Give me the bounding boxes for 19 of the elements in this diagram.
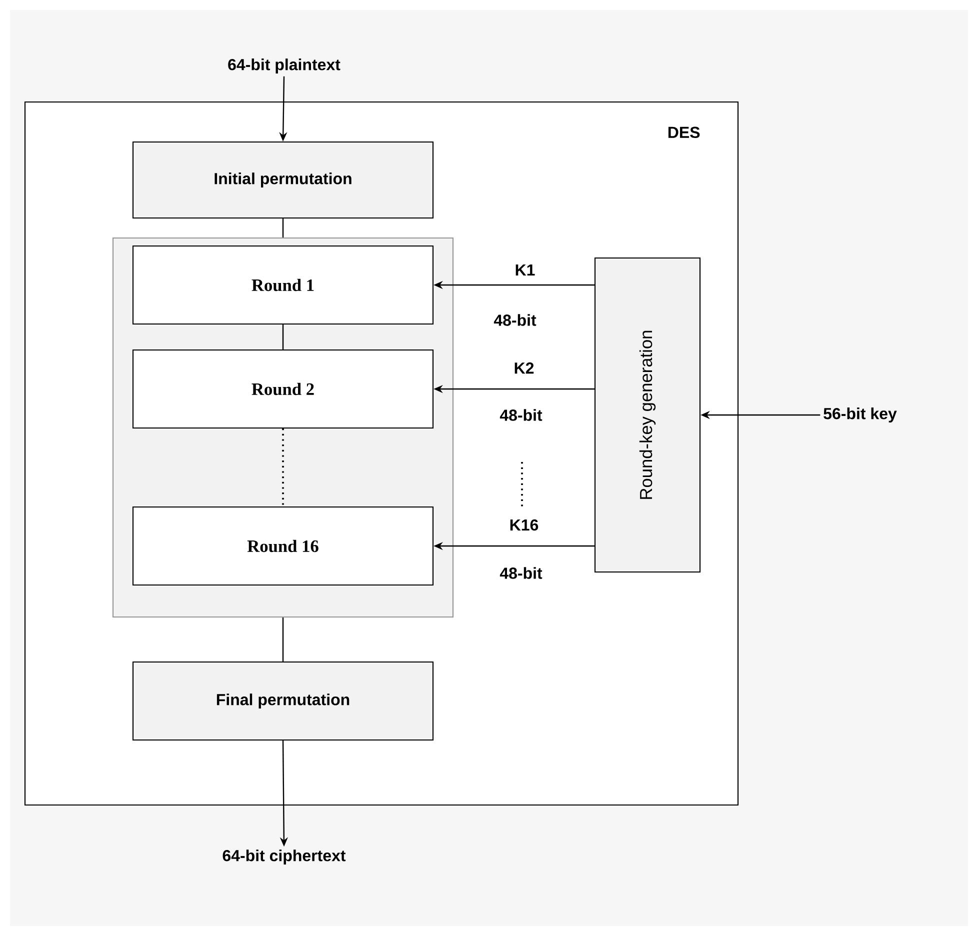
bit-width-label: 48-bit [500, 567, 542, 579]
process-box: Final permutation [132, 661, 434, 741]
connector-line [282, 324, 284, 350]
io-label: 56-bit key [824, 408, 897, 422]
connector-line [282, 428, 284, 506]
process-box: Round 16 [132, 506, 434, 586]
bit-width-label: 48-bit [500, 409, 542, 421]
io-label: 64-bit ciphertext [222, 850, 346, 864]
process-box: Round 2 [132, 349, 434, 429]
process-box: Initial permutation [132, 141, 434, 219]
edge-label: K2 [514, 362, 534, 374]
connector-line [282, 218, 284, 238]
io-label: 64-bit plaintext [228, 58, 340, 74]
edge-label: K16 [510, 519, 538, 531]
process-box: Round-key generation [594, 257, 701, 573]
edge-label: K1 [516, 264, 535, 276]
process-box: Round 1 [132, 245, 434, 325]
connector-line [282, 618, 284, 662]
bit-width-label: 48-bit [494, 314, 536, 326]
